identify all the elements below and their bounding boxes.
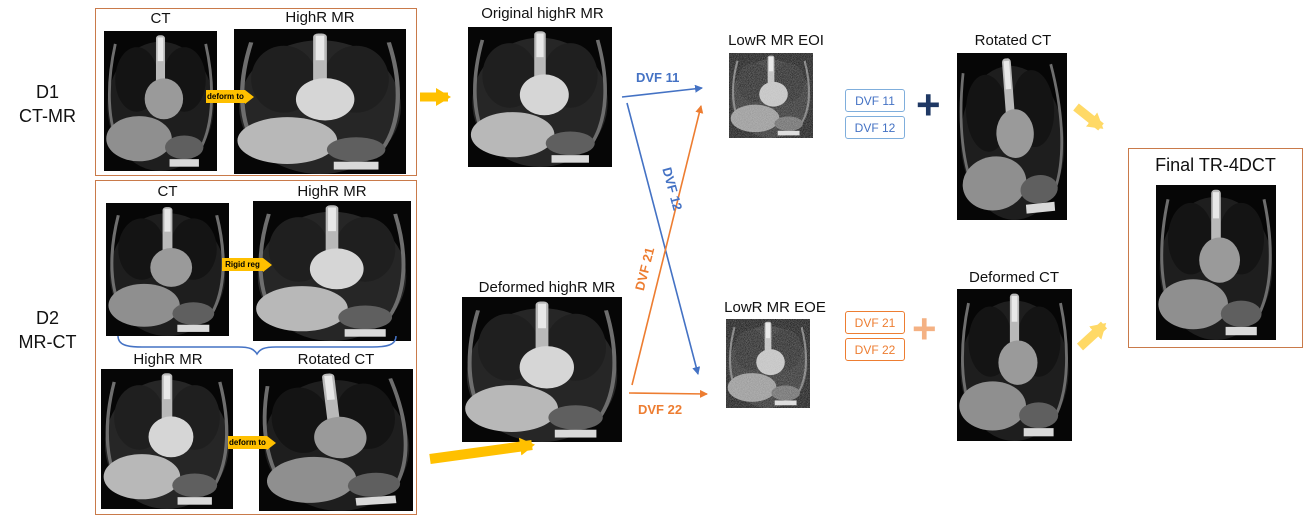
dvf12-box: DVF 12 xyxy=(845,116,905,139)
box1-deform-arrow: deform to xyxy=(206,89,254,104)
box2-rotated-ct-image xyxy=(259,369,413,511)
deformed-highr-mr-label: Deformed highR MR xyxy=(478,279,616,296)
dvf21-box: DVF 21 xyxy=(845,311,905,334)
deformed-ct-label: Deformed CT xyxy=(968,269,1060,286)
box1-deform-arrow-head-icon xyxy=(244,89,254,104)
dvf11-box: DVF 11 xyxy=(845,89,905,112)
box1-ct-label: CT xyxy=(150,10,171,27)
dataset-d2-line1: D2 xyxy=(35,308,59,328)
dataset-d2-line2: MR-CT xyxy=(18,332,77,353)
arrow-dvf11 xyxy=(621,84,703,98)
lowr-mr-eoi-image xyxy=(729,53,813,138)
original-highr-mr-image xyxy=(468,27,612,167)
d2-group-box: CT HighR MR Rigid reg HighR MR Rotated C… xyxy=(95,180,417,515)
dataset-d1-label: D1 CT-MR xyxy=(5,80,90,129)
dataset-d1-line1: D1 xyxy=(35,82,59,102)
lowr-mr-eoi-label: LowR MR EOI xyxy=(728,32,824,49)
rotated-ct-label: Rotated CT xyxy=(974,32,1052,49)
arrow-box2-to-deformed-mr xyxy=(429,437,535,464)
dataset-d1-line2: CT-MR xyxy=(19,106,76,127)
final-tr4dct-image xyxy=(1156,185,1276,340)
deformed-highr-mr-image xyxy=(462,297,622,442)
box1-highr-mr-image xyxy=(234,29,406,174)
box2-ct-image xyxy=(106,203,229,336)
dvf12-arrow-label: DVF 12 xyxy=(659,166,685,212)
final-tr4dct-title: Final TR-4DCT xyxy=(1155,155,1276,175)
box2-rigid-reg-arrow: Rigid reg xyxy=(222,257,272,272)
box2-highr-mr2-image xyxy=(101,369,233,509)
box2-ct-label: CT xyxy=(157,183,178,200)
box2-rotated-ct-label: Rotated CT xyxy=(297,351,375,368)
dvf22-box: DVF 22 xyxy=(845,338,905,361)
d1-group-box: CT HighR MR deform to xyxy=(95,8,417,176)
dataset-d2-label: D2 MR-CT xyxy=(5,306,90,355)
arrow-dvf22 xyxy=(628,389,708,398)
arrow-dvf12 xyxy=(626,102,701,375)
box2-rigid-reg-arrow-head-icon xyxy=(263,257,272,272)
lowr-mr-eoe-image xyxy=(726,319,810,408)
plus-top-icon: + xyxy=(916,81,941,128)
box1-highr-mr-label: HighR MR xyxy=(285,9,355,26)
box1-deform-arrow-label: deform to xyxy=(206,90,245,103)
rotated-ct-image xyxy=(957,53,1067,220)
box2-highr-mr-image xyxy=(253,201,411,341)
arrow-deformed-ct-to-final xyxy=(1076,321,1108,351)
arrow-dvf21 xyxy=(631,105,704,386)
arrow-rotated-ct-to-final xyxy=(1073,103,1104,131)
box2-highr-mr-label: HighR MR xyxy=(297,183,367,200)
lowr-mr-eoe-label: LowR MR EOE xyxy=(724,299,826,316)
box2-deform-arrow-label: deform to xyxy=(228,436,267,449)
box2-deform-arrow-head-icon xyxy=(266,435,276,450)
original-highr-mr-label: Original highR MR xyxy=(481,5,604,22)
box1-ct-image xyxy=(104,31,217,171)
box2-deform-arrow: deform to xyxy=(228,435,276,450)
box2-rigid-reg-arrow-label: Rigid reg xyxy=(222,258,263,271)
dvf11-arrow-label: DVF 11 xyxy=(636,70,679,85)
dvf22-arrow-label: DVF 22 xyxy=(638,402,682,417)
deformed-ct-image xyxy=(957,289,1072,441)
final-tr4dct-box: Final TR-4DCT xyxy=(1128,148,1303,348)
plus-bottom-icon: + xyxy=(912,305,937,352)
box2-highr-mr2-label: HighR MR xyxy=(133,351,203,368)
